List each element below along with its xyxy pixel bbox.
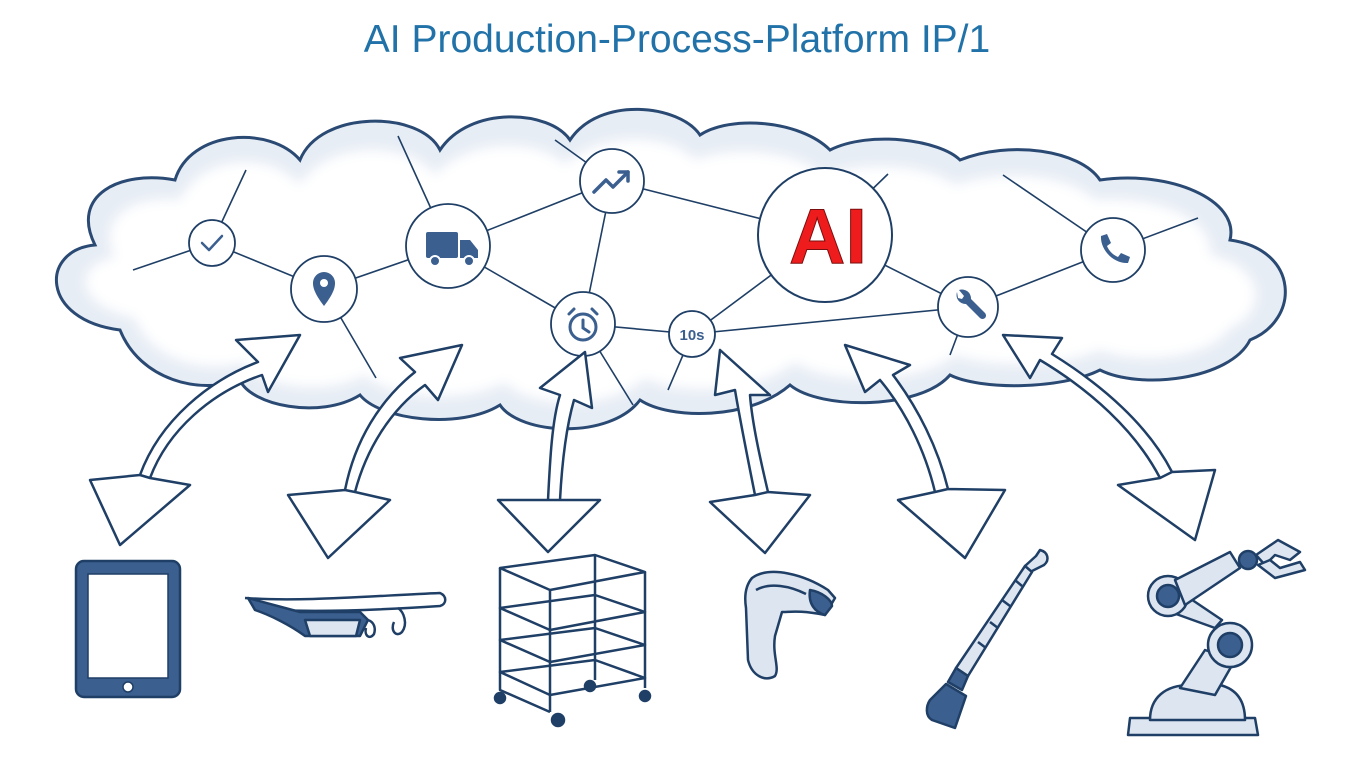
phone-node (1080, 217, 1146, 283)
tablet-icon (74, 559, 182, 699)
wrench-icon (956, 289, 987, 320)
trending-up-icon (592, 170, 630, 194)
arrow-scanner (708, 348, 812, 555)
map-pin-icon (313, 272, 335, 306)
ai-label: AI (789, 192, 867, 280)
alarm-clock-icon (567, 307, 599, 342)
arrow-cart (496, 350, 602, 554)
ai-node: AI (757, 167, 893, 303)
wrench-node (937, 276, 999, 338)
arrow-torque-wrench (843, 343, 1007, 560)
connection-arrows (88, 333, 1217, 560)
truck-node (405, 203, 491, 289)
arrow-robot (1001, 333, 1217, 542)
smart-glasses-icon (244, 591, 447, 639)
page-title: AI Production-Process-Platform IP/1 (363, 18, 991, 61)
timer-10s-icon: 10s (679, 327, 704, 344)
cloud (54, 107, 1287, 431)
shelf-cart-icon (493, 553, 652, 728)
trend-node (579, 148, 645, 214)
alarm-node (550, 291, 616, 357)
check-icon (200, 234, 224, 252)
barcode-scanner-icon (744, 570, 837, 680)
check-node (188, 219, 236, 267)
torque-wrench-icon (925, 548, 1049, 730)
arrow-tablet (88, 333, 302, 547)
timer-node: 10s (668, 310, 716, 358)
truck-icon (426, 232, 478, 267)
location-node (290, 255, 358, 323)
phone-icon (1100, 234, 1130, 264)
robot-arm-icon (1126, 538, 1307, 737)
arrow-glasses (286, 343, 464, 560)
